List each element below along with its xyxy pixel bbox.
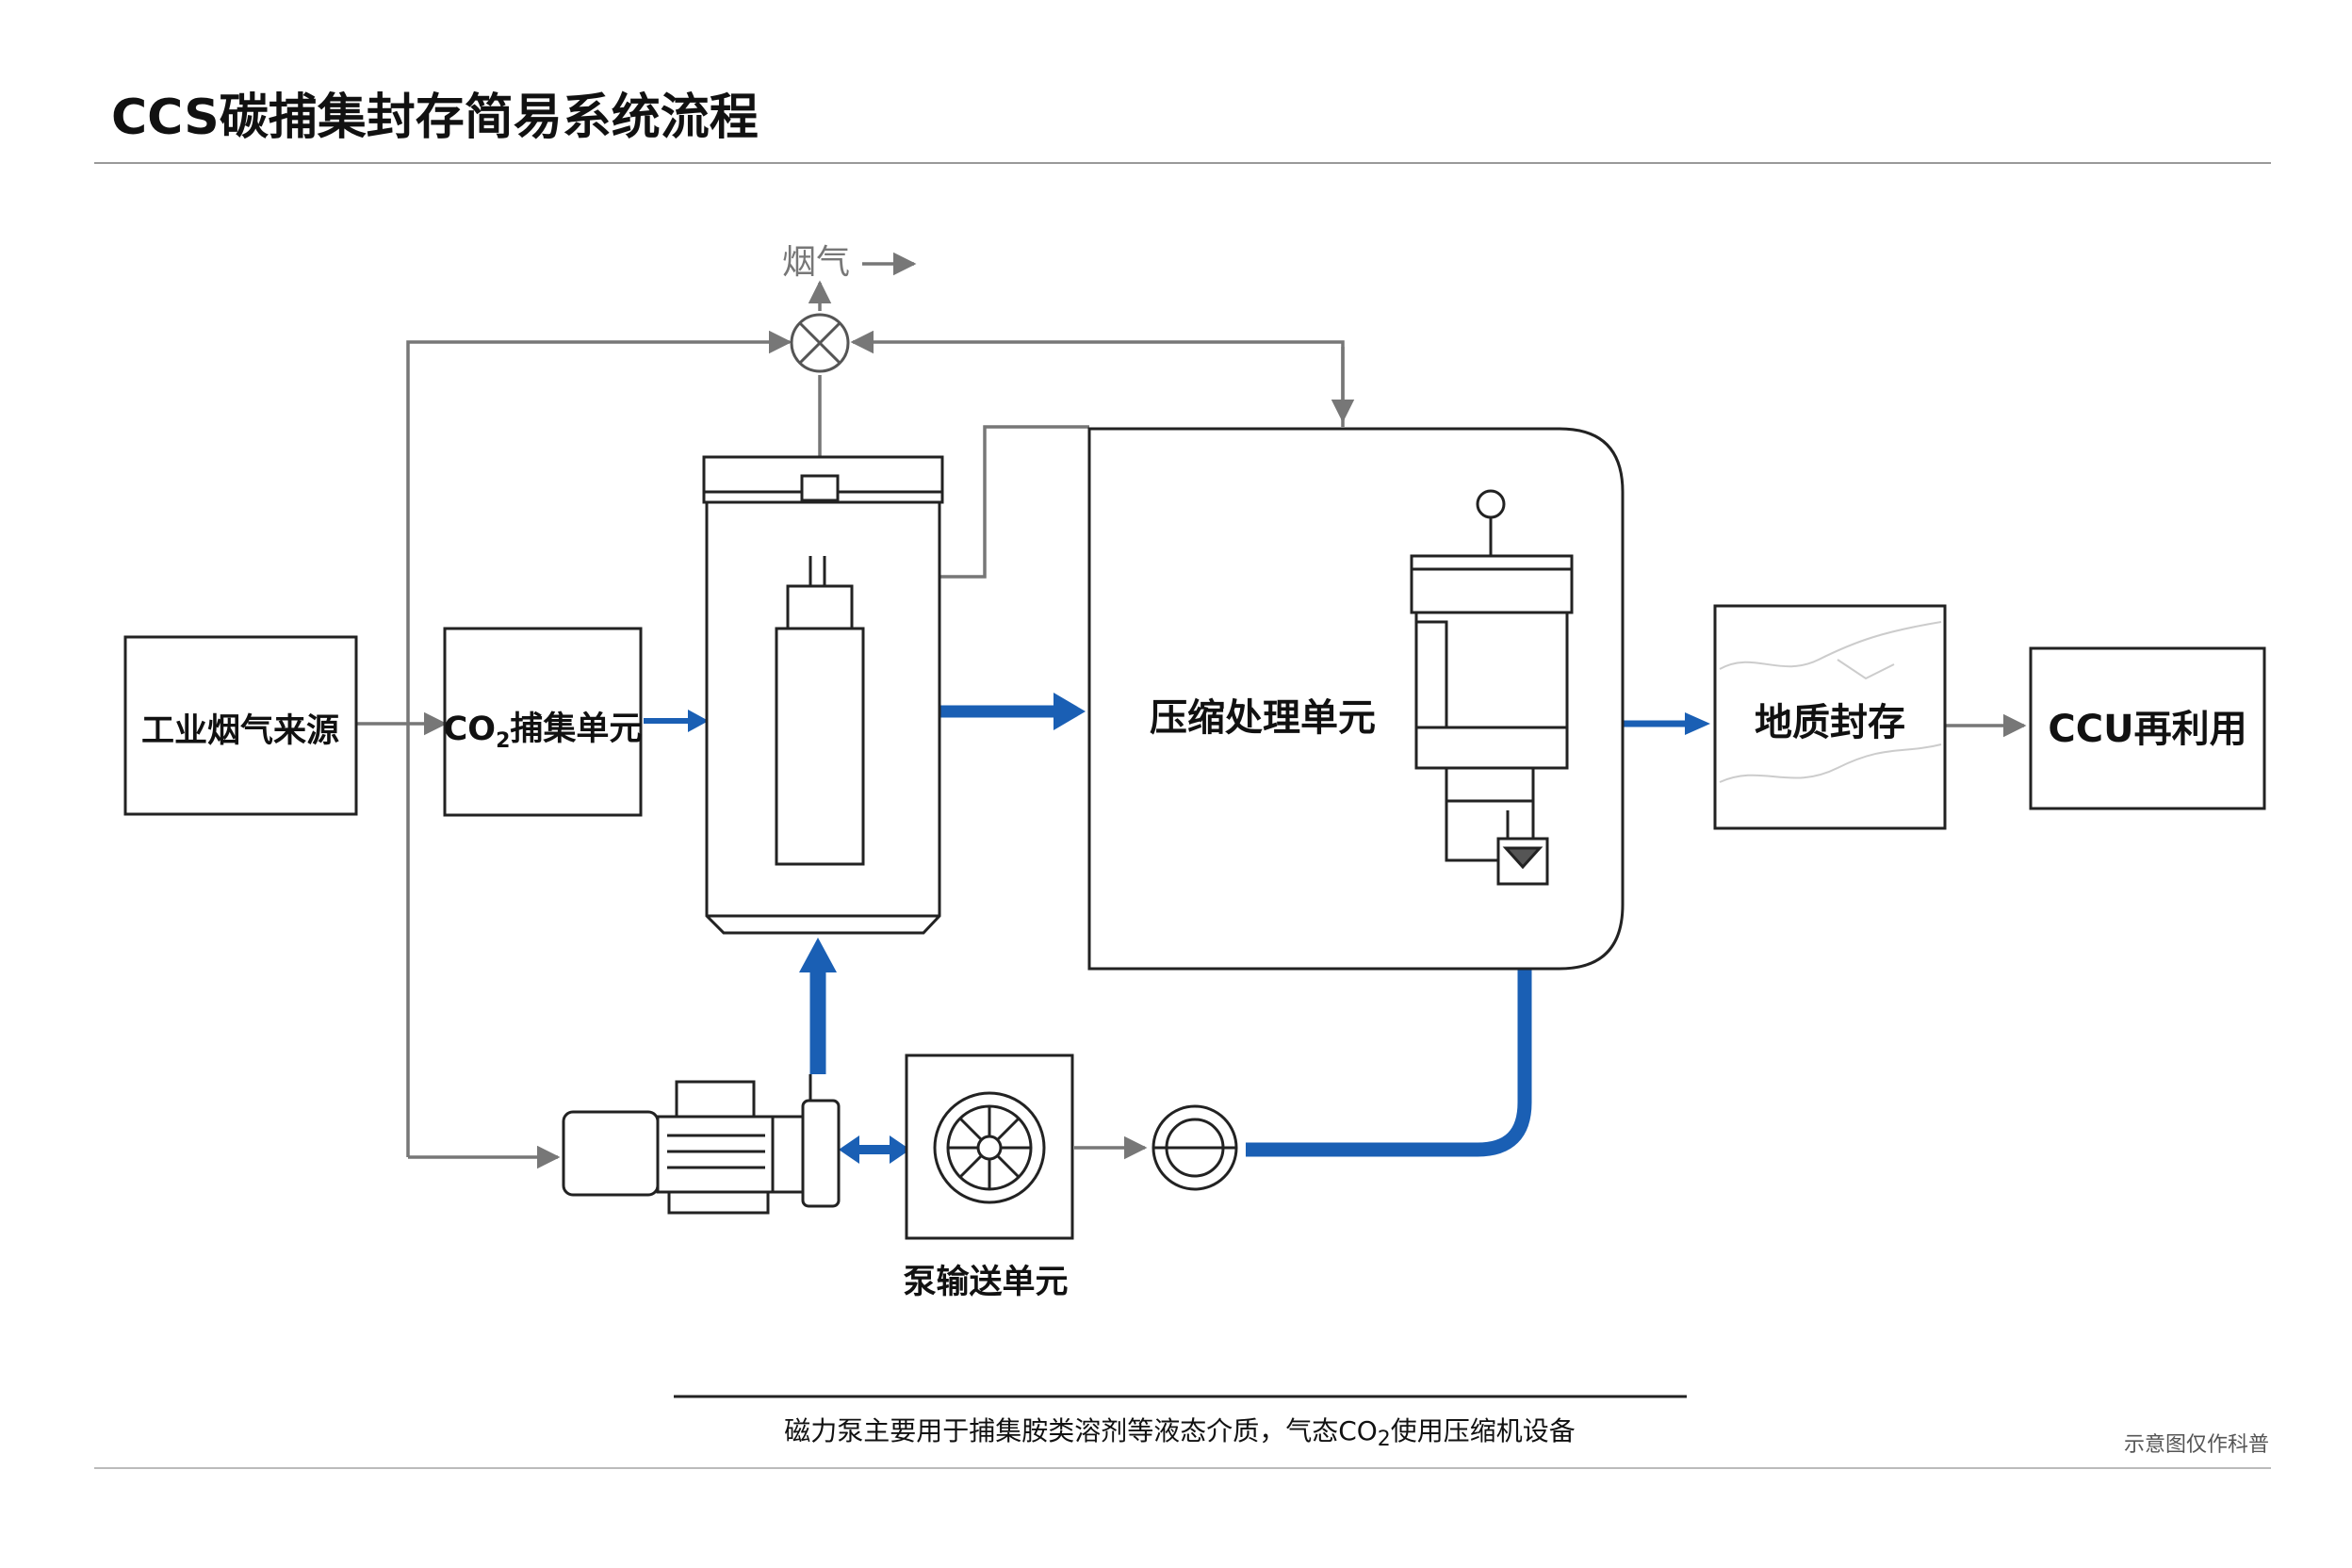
absorber-column	[702, 455, 944, 935]
pump-base	[667, 1190, 770, 1215]
impeller-blade-6	[996, 1154, 1021, 1179]
rock-vein-c	[1837, 659, 1895, 680]
blue-ring-to-compressor	[1246, 938, 1532, 1157]
pump-coupling	[771, 1115, 805, 1194]
pump-head	[801, 1099, 841, 1208]
capture-label-sub: 2	[496, 729, 510, 753]
storage-label: 地质封存	[1755, 701, 1905, 744]
impeller-blade-5	[958, 1117, 983, 1141]
storage-rock-texture	[1719, 621, 1942, 783]
capture-label: CO2捕集单元	[444, 710, 643, 753]
compressor-head	[1410, 554, 1574, 614]
pump-terminal-box	[675, 1080, 756, 1119]
caption-prefix: 磁力泵主要用于捕集胺类溶剂等液态介质，气态CO	[784, 1415, 1378, 1446]
blue-capture-to-absorber-head	[688, 710, 709, 732]
source-box	[123, 635, 358, 816]
capture-label-prefix: CO	[444, 710, 496, 748]
line-compression-to-valve	[850, 330, 1345, 427]
pump-unit-box	[905, 1054, 1074, 1240]
line-absorber-to-compression	[939, 425, 1089, 579]
caption-sub: 2	[1378, 1428, 1391, 1451]
storage-box	[1713, 604, 1947, 830]
flue-valve	[790, 313, 850, 373]
ccu-box	[2029, 646, 2266, 810]
blue-pump-to-absorber-head	[799, 938, 837, 972]
blue-double-arrow-left	[839, 1135, 859, 1164]
valve-x-b	[798, 321, 841, 365]
rock-vein-b	[1719, 743, 1942, 783]
impeller-icon	[933, 1091, 1046, 1204]
source-label: 工业烟气来源	[141, 712, 339, 750]
pump-motor-end	[562, 1110, 660, 1197]
blue-compressor-to-storage-head	[1685, 712, 1710, 735]
gauge-icon	[1476, 489, 1506, 519]
capture-label-suffix: 捕集单元	[510, 710, 642, 748]
compressor-side-panel	[1414, 620, 1448, 729]
capture-box	[443, 627, 643, 817]
compression-label: 压缩处理单元	[1150, 696, 1376, 740]
absorber-nozzle	[800, 474, 840, 502]
impeller-blade-8	[958, 1154, 983, 1179]
pump-unit-label: 泵输送单元	[903, 1264, 1068, 1301]
caption-text: 磁力泵主要用于捕集胺类溶剂等液态介质，气态CO2使用压缩机设备	[784, 1415, 1576, 1451]
blue-absorber-to-compression-head	[1054, 693, 1086, 730]
compressor-equipment	[1410, 489, 1574, 886]
flow-meter-icon	[1152, 1104, 1238, 1191]
page-title: CCS碳捕集封存简易系统流程	[111, 90, 759, 146]
magnetic-pump	[562, 1074, 841, 1215]
ccu-label: CCU再利用	[2048, 708, 2246, 751]
disclaimer-note: 示意图仅作科普	[2124, 1433, 2269, 1457]
absorber-inner-top	[786, 584, 854, 630]
blue-double-arrow-right	[890, 1135, 910, 1164]
compressor-valve-mark	[1502, 846, 1544, 870]
absorber-inner-core	[775, 627, 865, 866]
flue-gas-label: 烟气	[782, 243, 850, 282]
impeller-outer	[933, 1091, 1046, 1204]
caption-suffix: 使用压缩机设备	[1391, 1415, 1576, 1446]
line-bypass-to-valve	[406, 330, 792, 1157]
rock-vein-a	[1719, 621, 1942, 670]
impeller-blade-7	[996, 1117, 1021, 1141]
pump-motor	[656, 1115, 775, 1194]
